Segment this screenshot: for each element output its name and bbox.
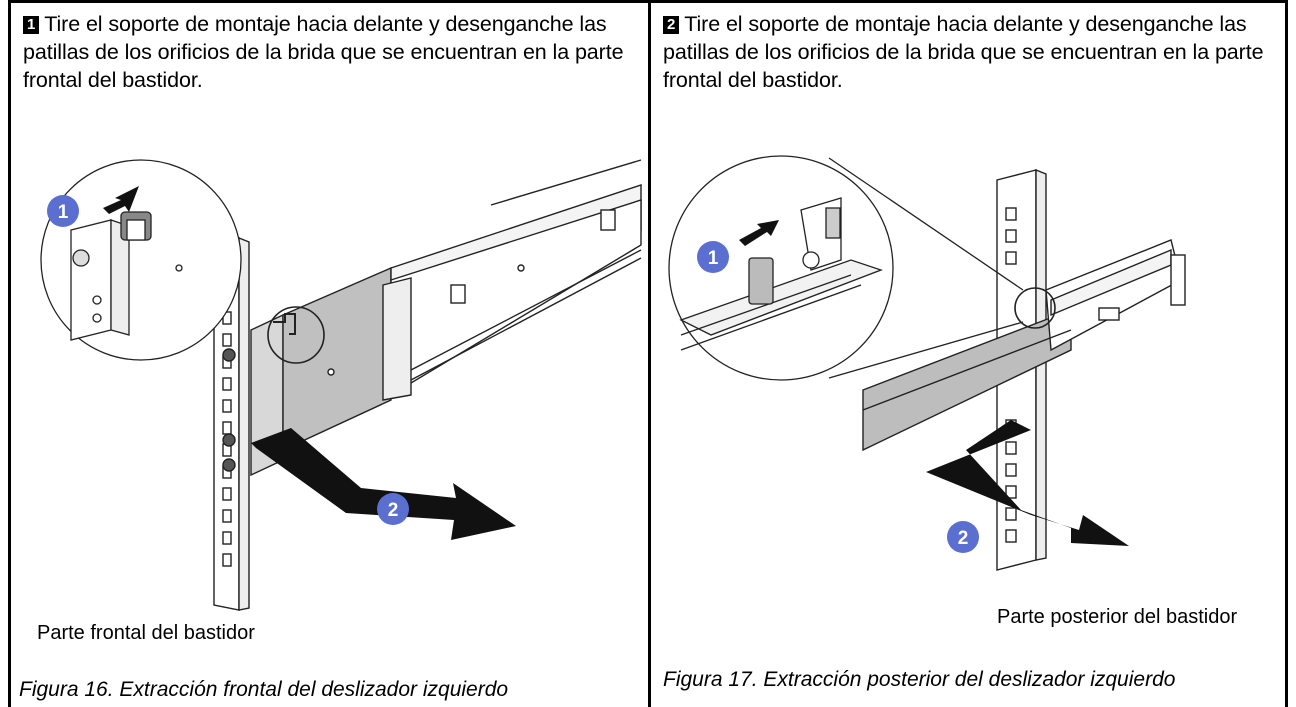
inset-detail xyxy=(40,159,242,361)
instruction-text: Tire el soporte de montaje hacia delante… xyxy=(663,12,1264,92)
svg-text:1: 1 xyxy=(708,248,719,269)
pull-arrow-large xyxy=(926,420,1129,546)
figure-caption: Figura 17. Extracción posterior del desl… xyxy=(663,668,1176,691)
svg-text:1: 1 xyxy=(58,202,69,223)
callout-1: 1 xyxy=(697,241,729,273)
location-label: Parte posterior del bastidor xyxy=(997,606,1238,628)
pull-arrow-small xyxy=(739,220,779,246)
slide-rail xyxy=(862,239,1186,452)
pull-arrow-small xyxy=(103,186,139,214)
slide-rail xyxy=(327,159,642,401)
left-rail-illustration xyxy=(40,159,642,611)
panel-divider xyxy=(648,0,651,707)
location-label: Parte frontal del bastidor xyxy=(37,622,255,644)
callout-2: 2 xyxy=(947,521,979,553)
callout-1: 1 xyxy=(47,195,79,227)
inset-detail xyxy=(668,155,894,381)
right-rail-illustration xyxy=(668,155,1186,571)
rack-post xyxy=(213,236,250,611)
instruction-text: Tire el soporte de montaje hacia delante… xyxy=(23,12,624,92)
detail-ring xyxy=(1014,287,1056,329)
svg-text:2: 2 xyxy=(388,500,399,521)
detail-ring xyxy=(267,306,325,364)
step-badge: 2 xyxy=(663,16,680,34)
step-badge: 1 xyxy=(23,16,40,34)
pull-arrow-large xyxy=(251,428,516,540)
callout-2: 2 xyxy=(377,493,409,525)
figure-caption: Figura 16. Extracción frontal del desliz… xyxy=(19,678,509,701)
svg-text:2: 2 xyxy=(958,528,969,549)
